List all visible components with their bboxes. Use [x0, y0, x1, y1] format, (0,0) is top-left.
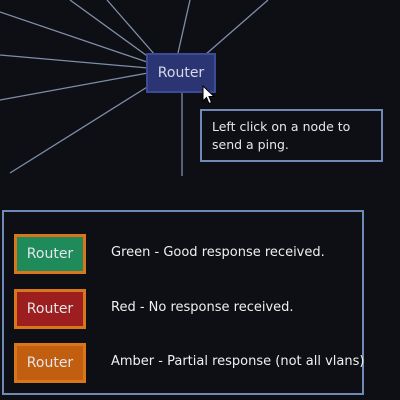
link-line: [177, 0, 191, 54]
legend-swatch-label: Router: [26, 301, 74, 317]
link-line: [0, 72, 149, 101]
ping-tooltip: Left click on a node to send a ping.: [200, 109, 383, 162]
link-line: [0, 11, 151, 64]
legend-swatch-label: Router: [26, 355, 74, 371]
legend-description: Red - No response received.: [111, 300, 294, 315]
link-line: [9, 83, 153, 174]
router-node-label: Router: [157, 65, 205, 81]
legend-swatch-green: Router: [14, 234, 86, 274]
router-node[interactable]: Router: [146, 53, 216, 93]
legend-item-amber: Router Amber - Partial response (not all…: [14, 343, 364, 383]
status-legend: Router Green - Good response received. R…: [2, 210, 364, 395]
legend-item-red: Router Red - No response received.: [14, 289, 354, 329]
legend-description: Green - Good response received.: [111, 245, 325, 260]
link-line: [69, 0, 151, 59]
mouse-pointer-icon: [202, 85, 216, 105]
legend-swatch-amber: Router: [14, 343, 86, 383]
link-line: [106, 0, 156, 56]
legend-swatch-red: Router: [14, 289, 86, 329]
legend-swatch-label: Router: [26, 246, 74, 262]
legend-item-green: Router Green - Good response received.: [14, 234, 354, 274]
tooltip-text: Left click on a node to send a ping.: [212, 119, 351, 152]
link-line: [204, 0, 269, 56]
legend-description: Amber - Partial response (not all vlans): [111, 354, 365, 369]
link-line: [0, 54, 149, 69]
